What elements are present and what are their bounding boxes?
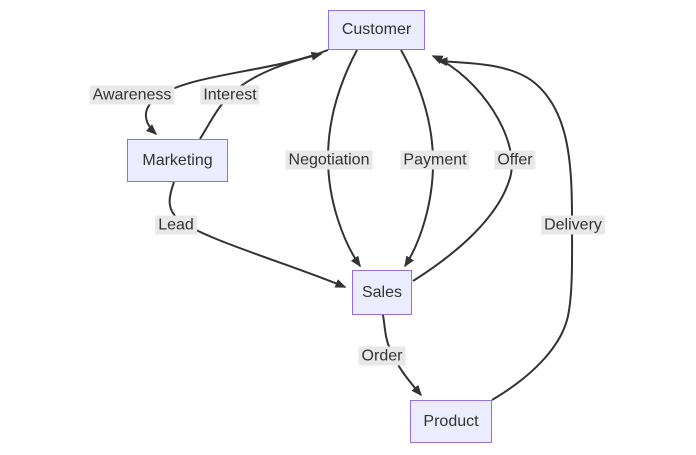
- edge-label-payment: Payment: [400, 150, 470, 170]
- edge-label-interest: Interest: [200, 85, 260, 105]
- edge-label-order: Order: [358, 346, 406, 366]
- edge-label-offer: Offer: [494, 150, 536, 170]
- edge-label-delivery: Delivery: [541, 215, 605, 235]
- edge-marketing-sales-lead: [168, 181, 347, 288]
- edge-label-lead: Lead: [155, 215, 197, 235]
- node-product: Product: [410, 400, 492, 443]
- edge-product-customer-delivery: [436, 57, 574, 401]
- node-customer: Customer: [328, 10, 425, 50]
- edge-sales-customer-offer: [412, 55, 513, 282]
- node-marketing: Marketing: [127, 139, 228, 182]
- node-sales: Sales: [352, 270, 412, 315]
- edge-label-awareness: Awareness: [89, 85, 175, 105]
- edge-label-negotiation: Negotiation: [285, 150, 373, 170]
